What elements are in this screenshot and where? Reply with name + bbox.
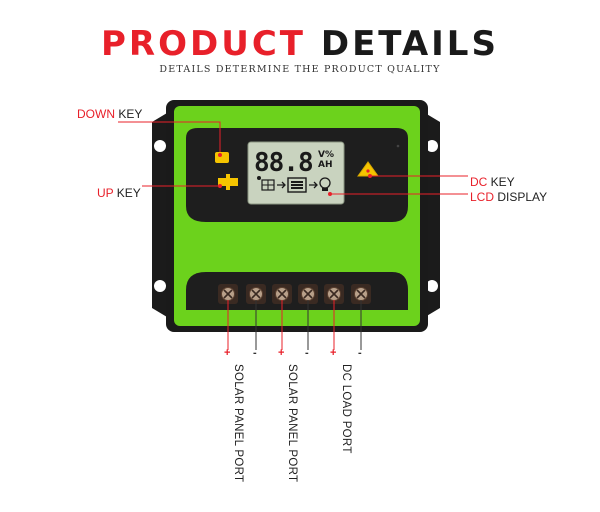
terminal-screw-1 (218, 284, 238, 304)
callout-dots (218, 153, 372, 196)
port-label-solar-1: SOLAR PANEL PORT (232, 364, 244, 483)
lcd-unit-bottom: AH (318, 160, 333, 170)
page-subtitle: DETAILS DETERMINE THE PRODUCT QUALITY (159, 64, 441, 75)
lcd-arrow-icon (277, 181, 286, 189)
title-word-product: PRODUCT (101, 24, 306, 64)
port-sign-2: - (253, 347, 257, 359)
terminal-screw-3 (272, 284, 292, 304)
lcd-bulb-icon (319, 177, 331, 191)
title-word-details: DETAILS (320, 24, 499, 64)
indicator-dot (396, 144, 400, 148)
callout-dc-key: DC KEY (470, 175, 515, 189)
callout-up-key: UP KEY (97, 186, 141, 200)
port-sign-6: - (358, 347, 362, 359)
callout-lcd-display: LCD DISPLAY (470, 190, 548, 204)
port-label-dc-load: DC LOAD PORT (340, 364, 352, 454)
down-key[interactable] (215, 152, 229, 163)
port-leader-lines (227, 300, 335, 350)
terminal-screw-2 (246, 284, 266, 304)
port-sign-3: + (278, 347, 285, 359)
terminal-screw-4 (298, 284, 318, 304)
callout-lines (118, 121, 468, 195)
lcd-screen (247, 141, 345, 205)
callout-down-key: DOWN KEY (77, 107, 143, 121)
lcd-battery-icon (287, 177, 307, 193)
port-sign-5: + (330, 347, 337, 359)
terminal-block (218, 284, 371, 304)
lcd-unit-top: V% (318, 150, 334, 160)
port-sign-4: - (305, 347, 309, 359)
terminal-screw-6 (351, 284, 371, 304)
lcd-digits: 88.8 (254, 148, 314, 178)
terminal-screw-5 (324, 284, 344, 304)
up-key[interactable] (218, 174, 238, 190)
port-sign-1: + (224, 347, 231, 359)
port-leader-lines-neg (255, 300, 362, 350)
page-title: PRODUCT DETAILS (0, 24, 600, 64)
port-label-solar-2: SOLAR PANEL PORT (286, 364, 298, 483)
lcd-arrow-icon (309, 181, 318, 189)
lcd-solar-icon (257, 176, 275, 191)
